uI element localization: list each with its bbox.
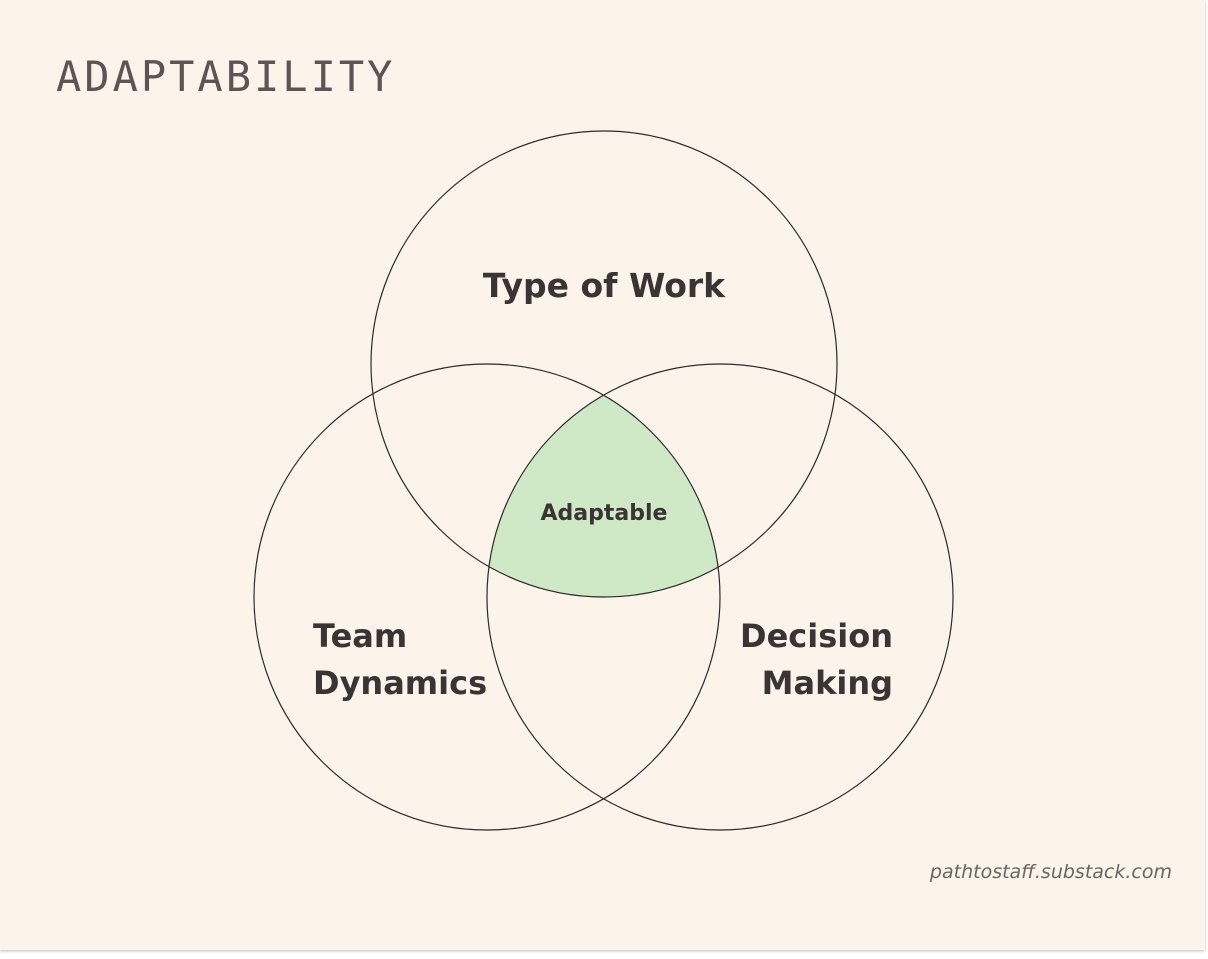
label-team: Team [313,617,407,655]
label-making: Making [762,664,893,702]
circle-team-dynamics [253,363,721,831]
intersection-region [487,364,720,597]
circle-type-of-work [370,130,838,598]
diagram-title: ADAPTABILITY [56,52,396,101]
label-dynamics: Dynamics [313,664,487,702]
label-type-of-work: Type of Work [483,266,726,305]
circle-decision-making [486,363,954,831]
label-decision: Decision [740,617,893,655]
source-url: pathtostaff.substack.com [929,861,1172,883]
label-adaptable: Adaptable [541,501,668,526]
